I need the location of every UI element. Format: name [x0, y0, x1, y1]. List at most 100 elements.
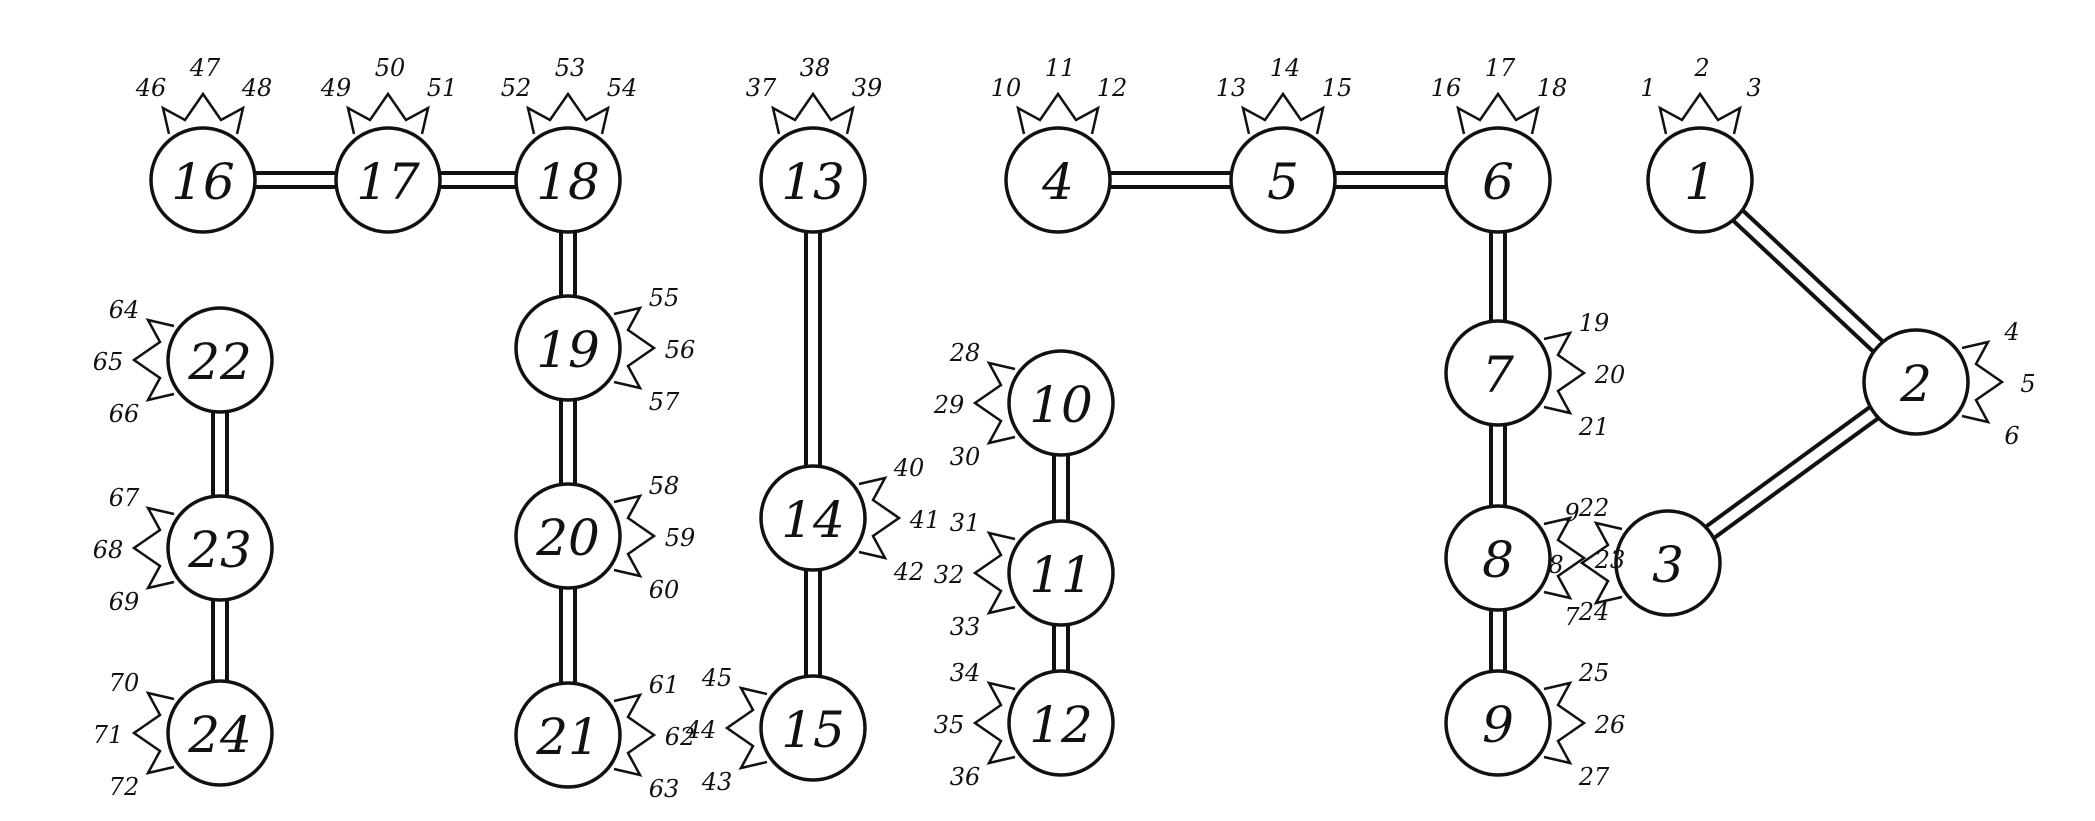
atom-label: 14	[781, 491, 845, 549]
hydrogen-number: 69	[109, 588, 140, 616]
hydrogen-number: 42	[893, 558, 925, 586]
atom-label: 4	[1041, 153, 1074, 211]
hydrogen-number: 47	[189, 54, 221, 82]
hydrogen-zigzag	[972, 531, 1016, 615]
hydrogen-zigzag	[613, 306, 657, 390]
hydrogen-number: 8	[1548, 551, 1563, 579]
hydrogen-zigzag	[1456, 91, 1540, 135]
atom-circle	[1004, 126, 1112, 234]
atom-circle	[1444, 319, 1552, 427]
hydrogen-zigzag	[771, 91, 855, 135]
atom-circle	[334, 126, 442, 234]
hydrogen-number: 29	[933, 391, 965, 419]
hydrogen-number: 70	[109, 669, 140, 697]
atom-8: 22 23 24 8	[1444, 494, 1626, 626]
atom-circle	[1862, 328, 1970, 436]
hydrogen-number: 62	[665, 723, 696, 751]
hydrogen-zigzag	[1658, 91, 1742, 135]
hydrogen-number: 34	[950, 659, 981, 687]
atom-circle	[1646, 126, 1754, 234]
hydrogen-zigzag	[346, 91, 430, 135]
atom-label: 18	[536, 153, 600, 211]
hydrogen-number: 67	[109, 484, 140, 512]
atom-label: 13	[781, 153, 845, 211]
hydrogen-number: 40	[893, 454, 925, 482]
atom-label: 6	[1482, 153, 1514, 211]
hydrogen-number: 13	[1216, 74, 1247, 102]
hydrogen-number: 50	[375, 54, 406, 82]
atom-label: 23	[187, 521, 252, 579]
atom-label: 1	[1684, 153, 1716, 211]
hydrogen-zigzag	[161, 91, 245, 135]
hydrogen-zigzag	[131, 318, 175, 402]
atom-label: 21	[535, 708, 600, 766]
hydrogen-number: 52	[501, 74, 532, 102]
hydrogen-number: 25	[1578, 659, 1610, 687]
hydrogen-number: 12	[1097, 74, 1128, 102]
atom-circle	[1444, 504, 1552, 612]
hydrogen-number: 24	[1578, 598, 1610, 626]
hydrogen-number: 53	[555, 54, 586, 82]
atom-circle	[514, 294, 622, 402]
hydrogen-zigzag	[1961, 340, 2005, 424]
hydrogen-number: 35	[934, 711, 965, 739]
hydrogen-number: 38	[800, 54, 831, 82]
atom-circle	[759, 464, 867, 572]
atom-circle	[1444, 126, 1552, 234]
atom-label: 7	[1482, 346, 1514, 404]
hydrogen-number: 14	[1270, 54, 1301, 82]
atom-circle	[514, 482, 622, 590]
hydrogen-number: 63	[649, 775, 680, 803]
hydrogen-number: 46	[135, 74, 167, 102]
hydrogen-zigzag	[1543, 516, 1587, 600]
atom-label: 3	[1652, 536, 1684, 594]
hydrogen-zigzag	[1016, 91, 1100, 135]
atom-circle	[759, 126, 867, 234]
hydrogen-number: 55	[649, 284, 680, 312]
hydrogen-number: 28	[949, 339, 981, 367]
atom-label: 24	[187, 706, 252, 764]
hydrogen-number: 10	[991, 74, 1022, 102]
hydrogen-number: 11	[1045, 54, 1076, 82]
atom-label: 9	[1482, 696, 1514, 754]
atom-circle	[759, 674, 867, 782]
hydrogen-number: 56	[665, 336, 696, 364]
hydrogen-number: 22	[1578, 494, 1610, 522]
hydrogen-zigzag	[1543, 331, 1587, 415]
atom-label: 8	[1482, 531, 1514, 589]
hydrogen-number: 7	[1564, 603, 1580, 631]
hydrogen-number: 71	[93, 721, 124, 749]
hydrogen-number: 36	[950, 763, 981, 791]
atom-circle	[1614, 509, 1722, 617]
hydrogen-number: 57	[649, 388, 680, 416]
atom-circle	[514, 681, 622, 789]
hydrogen-number: 17	[1485, 54, 1516, 82]
atom-label: 16	[171, 153, 235, 211]
hydrogen-number: 23	[1594, 546, 1626, 574]
atom-circle	[514, 126, 622, 234]
hydrogen-number: 41	[909, 506, 941, 534]
hydrogen-number: 3	[1746, 74, 1761, 102]
hydrogen-number: 65	[93, 348, 124, 376]
atom-14: 40 41 42 14	[759, 454, 941, 586]
hydrogen-number: 59	[665, 524, 696, 552]
atom-circle	[1229, 126, 1337, 234]
hydrogen-number: 21	[1578, 413, 1610, 441]
hydrogen-number: 6	[2004, 422, 2019, 450]
atom-label: 11	[1029, 546, 1093, 604]
atom-label: 5	[1267, 153, 1299, 211]
atom-circle	[1007, 519, 1115, 627]
